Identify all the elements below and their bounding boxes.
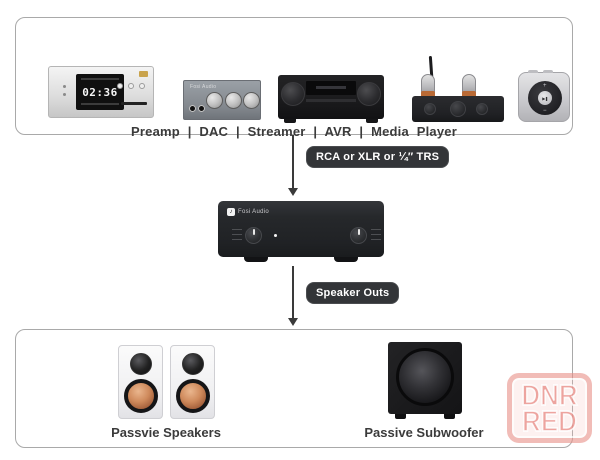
avr-device-image <box>278 75 384 123</box>
tube-amp-chassis <box>412 96 504 122</box>
avr-display <box>306 81 356 95</box>
amp-foot <box>244 257 268 262</box>
tweeter-icon <box>182 353 204 375</box>
volume-up-mark: + <box>543 83 547 89</box>
input-cable-badge: RCA or XLR or ¼″ TRS <box>307 147 449 167</box>
amp-foot <box>334 257 358 262</box>
sources-group-box: 02:36 Fosi Audio <box>15 17 573 139</box>
woofer-icon <box>124 379 158 413</box>
volume-down-mark: − <box>543 108 547 114</box>
dac-knob-icon <box>206 92 223 109</box>
dac-device-image: Fosi Audio <box>183 80 261 120</box>
display-menu-bar <box>81 78 119 80</box>
tweeter-icon <box>130 353 152 375</box>
headphone-jack-icon <box>198 105 205 112</box>
outputs-group-box <box>15 329 573 448</box>
tube-amp-device-image <box>412 55 504 122</box>
preamp-led-icon <box>63 93 66 96</box>
preamp-device-image: 02:36 <box>48 66 154 118</box>
sources-caption: Preamp | DAC | Streamer | AVR | Media Pl… <box>131 124 457 139</box>
speakers-label: Passvie Speakers <box>111 425 221 440</box>
tube-amp-knob-icon <box>424 103 436 115</box>
passive-subwoofer-image <box>388 342 462 419</box>
amp-power-led-icon <box>274 234 277 237</box>
amp-knob-icon <box>245 227 262 244</box>
play-pause-glyph: ▶❚ <box>542 95 548 101</box>
disc-slot-icon <box>121 102 147 105</box>
passive-speaker-image <box>170 345 215 419</box>
speaker-outs-badge: Speaker Outs <box>307 283 399 303</box>
arrow-down-icon <box>288 318 298 326</box>
avr-knob-icon <box>357 82 381 106</box>
volume-button-icon <box>528 70 538 73</box>
media-player-device-image: + − ▶❚ <box>518 70 570 122</box>
amp-logo-icon: ♪ <box>227 208 235 216</box>
preamp-button-icon <box>128 83 134 89</box>
play-pause-button-icon: ▶❚ <box>538 91 552 105</box>
dac-knob-icon <box>243 92 260 109</box>
subwoofer-foot <box>395 414 406 419</box>
watermark-line1: DNR <box>521 378 579 412</box>
click-wheel-icon: + − ▶❚ <box>528 81 562 115</box>
volume-button-icon <box>543 70 553 73</box>
display-status-bar <box>81 103 119 105</box>
vacuum-tube-icon <box>421 74 435 98</box>
avr-button-strip <box>306 99 356 102</box>
subwoofer-label: Passive Subwoofer <box>364 425 484 440</box>
preamp-button-icon <box>139 83 145 89</box>
avr-knob-icon <box>281 82 305 106</box>
amp-switch-markings <box>232 229 242 241</box>
amp-knob-icon <box>350 227 367 244</box>
dnr-red-watermark-stamp: DNR RED <box>507 373 592 443</box>
tube-amp-knob-icon <box>450 101 466 117</box>
amp-brand-label: Fosi Audio <box>238 209 270 215</box>
amplifier-device-image: ♪ Fosi Audio <box>218 201 384 262</box>
clock-readout: 02:36 <box>82 85 118 99</box>
input-connector-line <box>292 135 294 188</box>
gold-badge-icon <box>139 71 148 77</box>
avr-foot <box>284 119 296 123</box>
subwoofer-foot <box>444 414 455 419</box>
preamp-display: 02:36 <box>76 74 124 110</box>
woofer-icon <box>176 379 210 413</box>
amp-logo-row: ♪ Fosi Audio <box>227 208 269 216</box>
preamp-button-icon <box>117 83 123 89</box>
arrow-down-icon <box>288 188 298 196</box>
dac-brand-label: Fosi Audio <box>190 84 217 90</box>
subwoofer-cone-icon <box>396 348 454 406</box>
amp-switch-markings <box>371 229 381 241</box>
output-connector-line <box>292 266 294 318</box>
avr-foot <box>366 119 378 123</box>
passive-speaker-image <box>118 345 163 419</box>
vacuum-tube-icon <box>462 74 476 98</box>
tube-amp-knob-icon <box>476 103 488 115</box>
preamp-led-icon <box>63 85 66 88</box>
dac-knob-icon <box>225 92 242 109</box>
avr-display-text-line <box>316 86 346 89</box>
headphone-jack-icon <box>189 105 196 112</box>
watermark-line2: RED <box>521 404 577 438</box>
